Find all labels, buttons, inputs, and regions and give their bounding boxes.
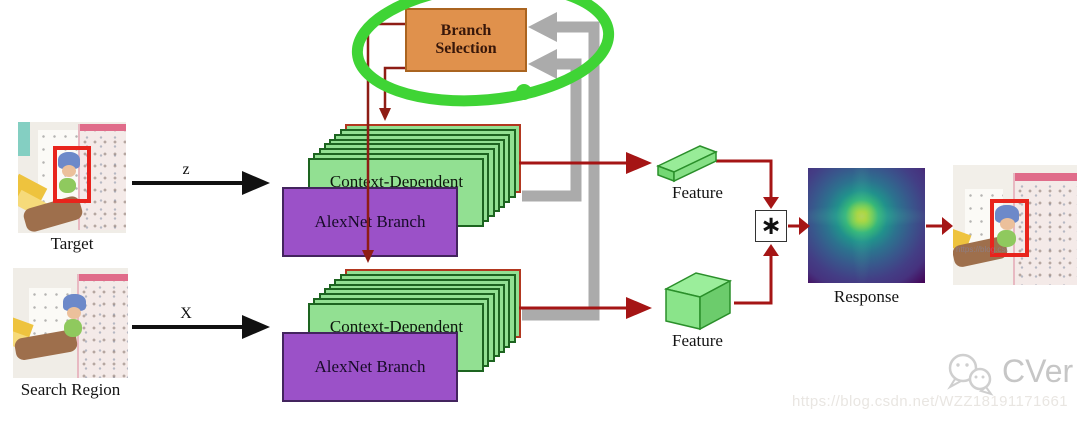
flow-arrow-template-to-feature	[519, 152, 652, 174]
doll-body	[997, 230, 1016, 247]
doll-face	[62, 165, 76, 177]
alexnet-branch-label: AlexNet Branch	[314, 357, 426, 376]
branch-selection-label: Branch Selection	[435, 21, 497, 57]
photo-detail	[18, 122, 30, 156]
response-label: Response	[833, 287, 900, 306]
inner-watermark: https://blog.csdn.net/WZZ18191171661	[956, 245, 1008, 254]
flow-arrow-corr-to-response	[788, 217, 810, 235]
alexnet-branch-box: AlexNet Branch	[282, 332, 458, 402]
target-bounding-box	[53, 146, 91, 203]
context-dependent-label: Context-Dependent	[329, 317, 464, 336]
context-branch-stack-template: Context-Dependent AlexNet Branch	[282, 124, 527, 264]
doll-figure	[63, 294, 86, 311]
feature-slab-top	[656, 145, 718, 183]
branch-select-control-line-to-template-stack	[379, 66, 405, 121]
flow-arrow-response-to-result	[926, 217, 953, 235]
asterisk-operator: ∗	[760, 211, 782, 241]
feature-cuboid-bottom	[663, 272, 733, 331]
flow-arrow-feature-to-corr-bottom	[734, 244, 779, 305]
z-arrow-label: z	[182, 161, 190, 178]
flow-arrow-search-to-feature	[519, 297, 652, 319]
target-image	[18, 122, 126, 233]
search-region-image	[13, 268, 128, 378]
cross-correlation-box: ∗	[755, 210, 787, 242]
branch-selection-box: Branch Selection	[405, 8, 527, 72]
alexnet-branch-label: AlexNet Branch	[314, 212, 426, 231]
doll-body	[64, 319, 82, 337]
doll-figure	[58, 152, 80, 169]
result-bounding-box	[990, 199, 1029, 257]
cver-brand-text: CVer	[1002, 353, 1074, 389]
sticker-sheet	[77, 274, 128, 378]
feature-label-top: Feature	[672, 183, 723, 202]
doll-face	[67, 307, 81, 319]
alexnet-branch-box: AlexNet Branch	[282, 187, 458, 257]
result-image: https://blog.csdn.net/WZZ18191171661	[953, 165, 1077, 285]
feedback-arrow-inner	[522, 49, 582, 202]
search-region-label: Search Region	[20, 380, 121, 399]
feature-label-bottom: Feature	[672, 331, 723, 350]
url-watermark: https://blog.csdn.net/WZZ18191171661	[792, 393, 1068, 410]
response-heatmap	[808, 168, 925, 283]
doll-face	[1000, 218, 1015, 230]
feedback-arrow-outer	[522, 12, 600, 321]
target-label: Target	[50, 234, 94, 253]
doll-figure	[995, 205, 1019, 223]
context-branch-stack-search: Context-Dependent AlexNet Branch	[282, 269, 527, 409]
x-arrow-label: X	[180, 305, 192, 322]
doll-body	[59, 178, 76, 193]
